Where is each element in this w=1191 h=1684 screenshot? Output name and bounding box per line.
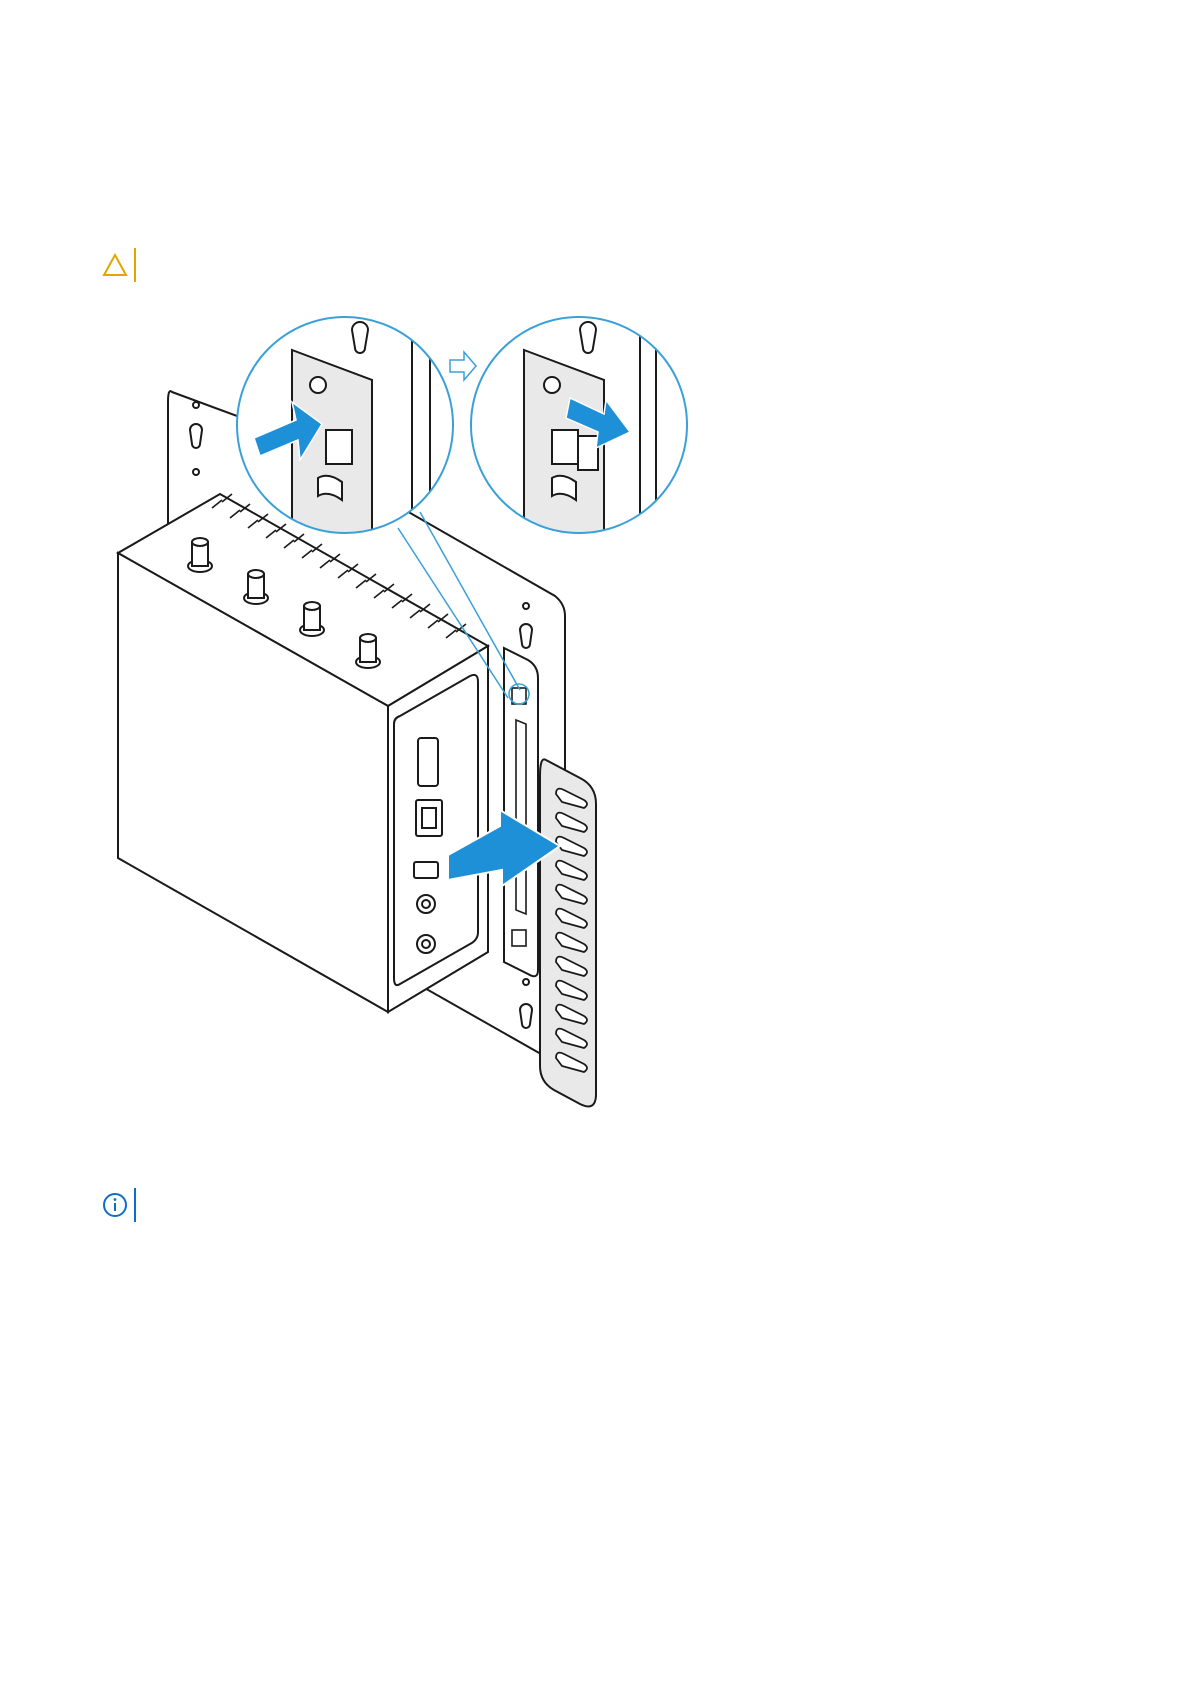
note-bar (134, 1188, 136, 1222)
zoom-detail-slide (465, 310, 705, 560)
note-callout (102, 1188, 142, 1222)
step-arrow-icon (450, 352, 476, 380)
removed-bracket (540, 759, 596, 1106)
info-circle-icon (102, 1192, 128, 1218)
